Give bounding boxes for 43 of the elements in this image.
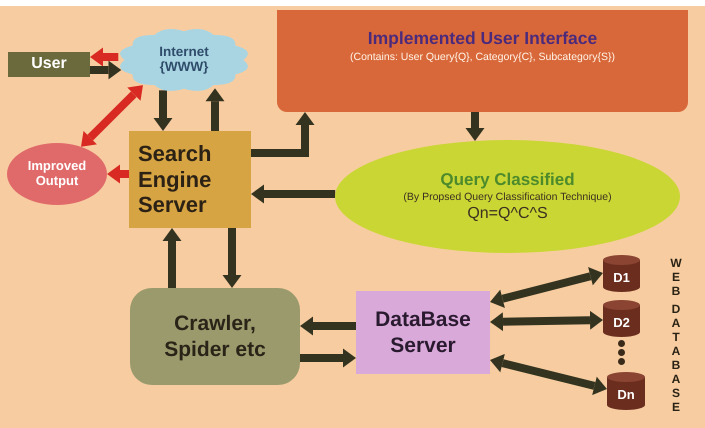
interface-subtitle: (Contains: User Query{Q}, Category{C}, Subcategory{S}) xyxy=(350,51,615,64)
interface-title: Implemented User Interface xyxy=(368,28,598,48)
arrow xyxy=(222,228,242,288)
arrow xyxy=(81,85,143,147)
arrow xyxy=(466,112,484,141)
classifier-ellipse xyxy=(335,140,680,253)
arrow xyxy=(90,48,118,66)
formula-text: Qn=Q^C^S xyxy=(467,205,548,224)
user-label: User xyxy=(31,55,67,74)
interface-panel xyxy=(277,10,688,112)
internet-cloud xyxy=(118,28,250,92)
output-label: Improved Output xyxy=(28,159,86,189)
classifier-title: Query Classified xyxy=(440,170,575,190)
crawler-label: Crawler, Spider etc xyxy=(163,311,267,362)
arrow xyxy=(490,267,603,308)
database-label: D1 xyxy=(613,270,630,286)
database-cylinder xyxy=(607,372,645,410)
arrow xyxy=(90,60,122,80)
arrow xyxy=(107,164,129,184)
arrow xyxy=(154,90,172,131)
arrow xyxy=(300,316,356,336)
vertical-label: WEB xyxy=(670,256,682,298)
arrow xyxy=(490,310,603,332)
arrow xyxy=(251,184,336,204)
vertical-label: DATABASE xyxy=(670,302,682,414)
arrow xyxy=(251,112,314,157)
arrow xyxy=(300,348,356,368)
arrow xyxy=(206,88,224,131)
technique-note: (By Propsed Query Classification Technique) xyxy=(403,191,612,204)
server-label: Search Engine Server xyxy=(138,140,212,218)
arrow xyxy=(490,354,607,396)
database-server-label: DataBase Server xyxy=(375,307,471,358)
database-label: Dn xyxy=(617,388,635,403)
user-box xyxy=(8,52,90,77)
crawler-box xyxy=(130,288,300,385)
database-cylinder xyxy=(603,300,640,337)
arrow xyxy=(162,228,182,288)
output-ellipse xyxy=(7,143,107,205)
database-label: D2 xyxy=(613,316,630,330)
database-cylinder xyxy=(603,255,640,292)
server-box xyxy=(129,131,251,228)
internet-label: Internet {WWW} xyxy=(159,45,209,75)
database-server-box xyxy=(356,291,490,374)
